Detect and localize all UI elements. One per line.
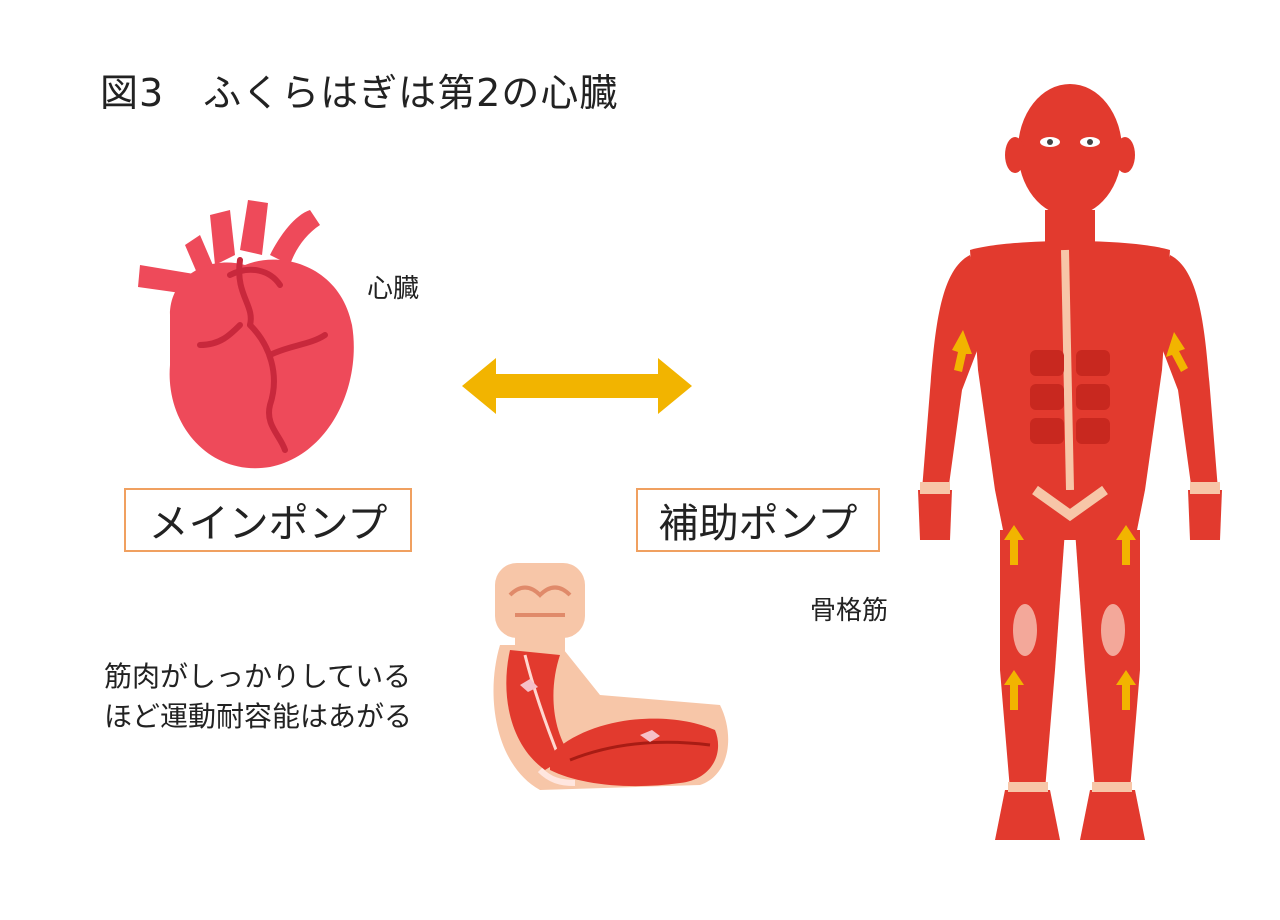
- muscle-figure-icon: [918, 84, 1222, 840]
- heart-icon: [138, 200, 354, 469]
- skeletal-muscle-label: 骨格筋: [810, 596, 889, 626]
- main-pump-box: メインポンプ: [124, 488, 412, 552]
- main-pump-label: メインポンプ: [148, 501, 388, 547]
- heart-label: 心臓: [367, 274, 420, 304]
- description-line-1: 筋肉がしっかりしている: [104, 660, 412, 693]
- flexed-arm-icon: [493, 563, 729, 790]
- figure-title: 図3 ふくらはぎは第2の心臓: [100, 71, 619, 115]
- muscle-description: 筋肉がしっかりしている ほど運動耐容能はあがる: [104, 657, 412, 737]
- auxiliary-pump-label: 補助ポンプ: [658, 501, 858, 547]
- auxiliary-pump-box: 補助ポンプ: [636, 488, 880, 552]
- double-arrow-icon: [462, 358, 692, 414]
- description-line-2: ほど運動耐容能はあがる: [104, 700, 413, 733]
